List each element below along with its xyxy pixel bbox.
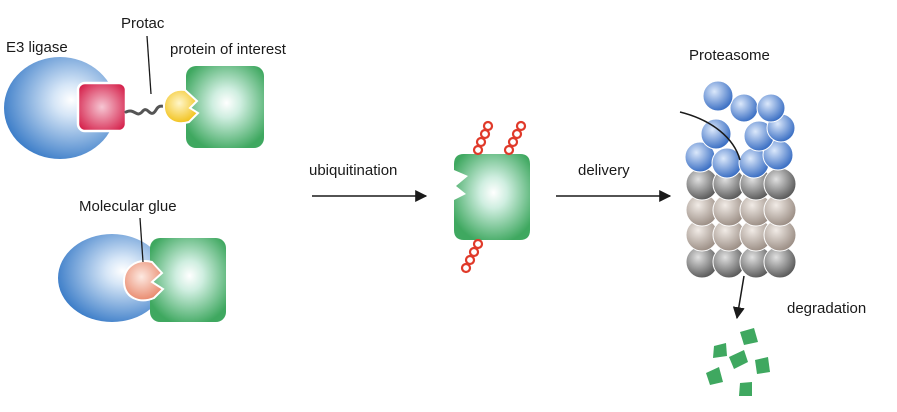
protac-e3-binder xyxy=(76,81,128,133)
ubiquitin-chain-1 xyxy=(472,120,494,156)
fragment xyxy=(755,357,770,374)
fragment xyxy=(729,350,748,369)
protein-of-interest-label: protein of interest xyxy=(170,41,287,58)
fragment xyxy=(713,343,727,358)
molecular-glue-complex xyxy=(58,217,226,322)
glue-pointer-line xyxy=(139,217,144,263)
protac-pointer-line xyxy=(146,35,152,95)
proteasome-core xyxy=(685,167,797,279)
peptide-fragments xyxy=(706,328,770,396)
protein-entry-path xyxy=(679,111,741,161)
proteasome xyxy=(679,80,797,320)
protac-complex xyxy=(4,35,264,159)
ubiquitinated-protein xyxy=(454,120,530,274)
fragment xyxy=(739,382,752,396)
molecular-glue-label: Molecular glue xyxy=(79,198,177,215)
e3-ligase-label: E3 ligase xyxy=(6,39,68,56)
degradation-arrow xyxy=(732,275,745,320)
molecular-glue-molecule xyxy=(122,260,165,302)
fragment xyxy=(706,367,723,385)
proteasome-label: Proteasome xyxy=(689,47,770,64)
ubiquitin-chain-2 xyxy=(503,120,527,156)
delivery-label: delivery xyxy=(578,162,630,179)
ubiquitin-chain-3 xyxy=(460,238,484,274)
tagged-protein-of-interest xyxy=(454,154,530,240)
protac-label: Protac xyxy=(121,15,165,32)
protein-of-interest-protac xyxy=(186,66,264,148)
protein-of-interest-glue xyxy=(150,238,226,322)
fragment xyxy=(740,328,758,345)
proteasome-regulatory-cap xyxy=(684,80,796,179)
protac-warhead xyxy=(162,88,200,125)
ubiquitination-label: ubiquitination xyxy=(309,162,397,179)
protac-linker xyxy=(124,104,170,116)
degradation-label: degradation xyxy=(787,300,866,317)
